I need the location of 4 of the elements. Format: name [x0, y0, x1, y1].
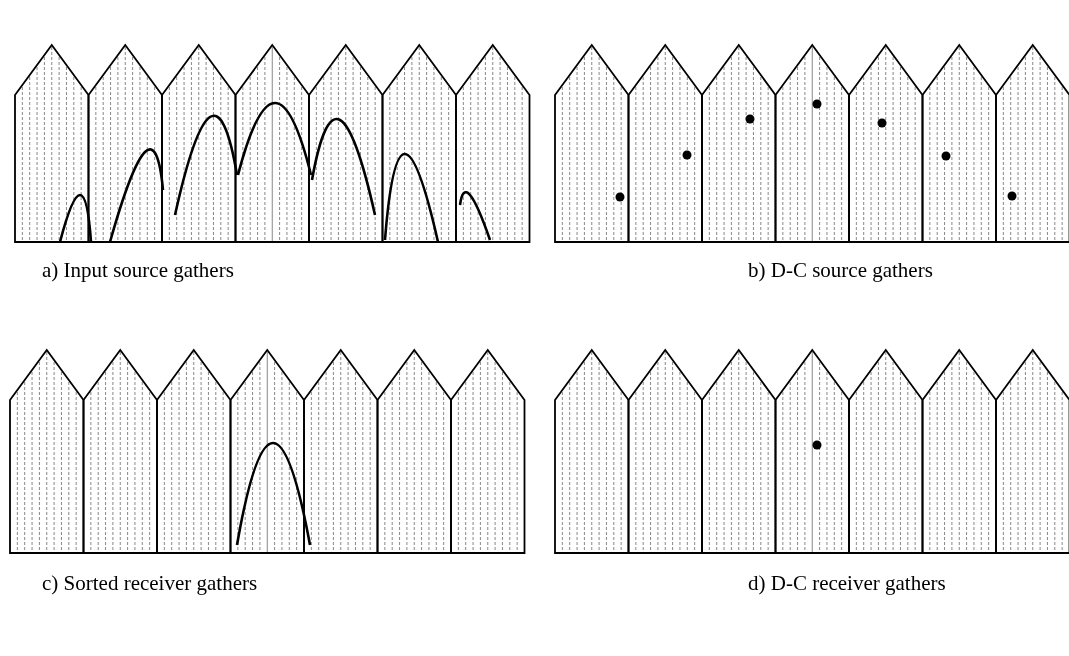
- panel-caption: b) D-C source gathers: [748, 258, 933, 283]
- panel-caption: d) D-C receiver gathers: [748, 571, 946, 596]
- panel-caption: a) Input source gathers: [42, 258, 234, 283]
- panel-caption: c) Sorted receiver gathers: [42, 571, 258, 596]
